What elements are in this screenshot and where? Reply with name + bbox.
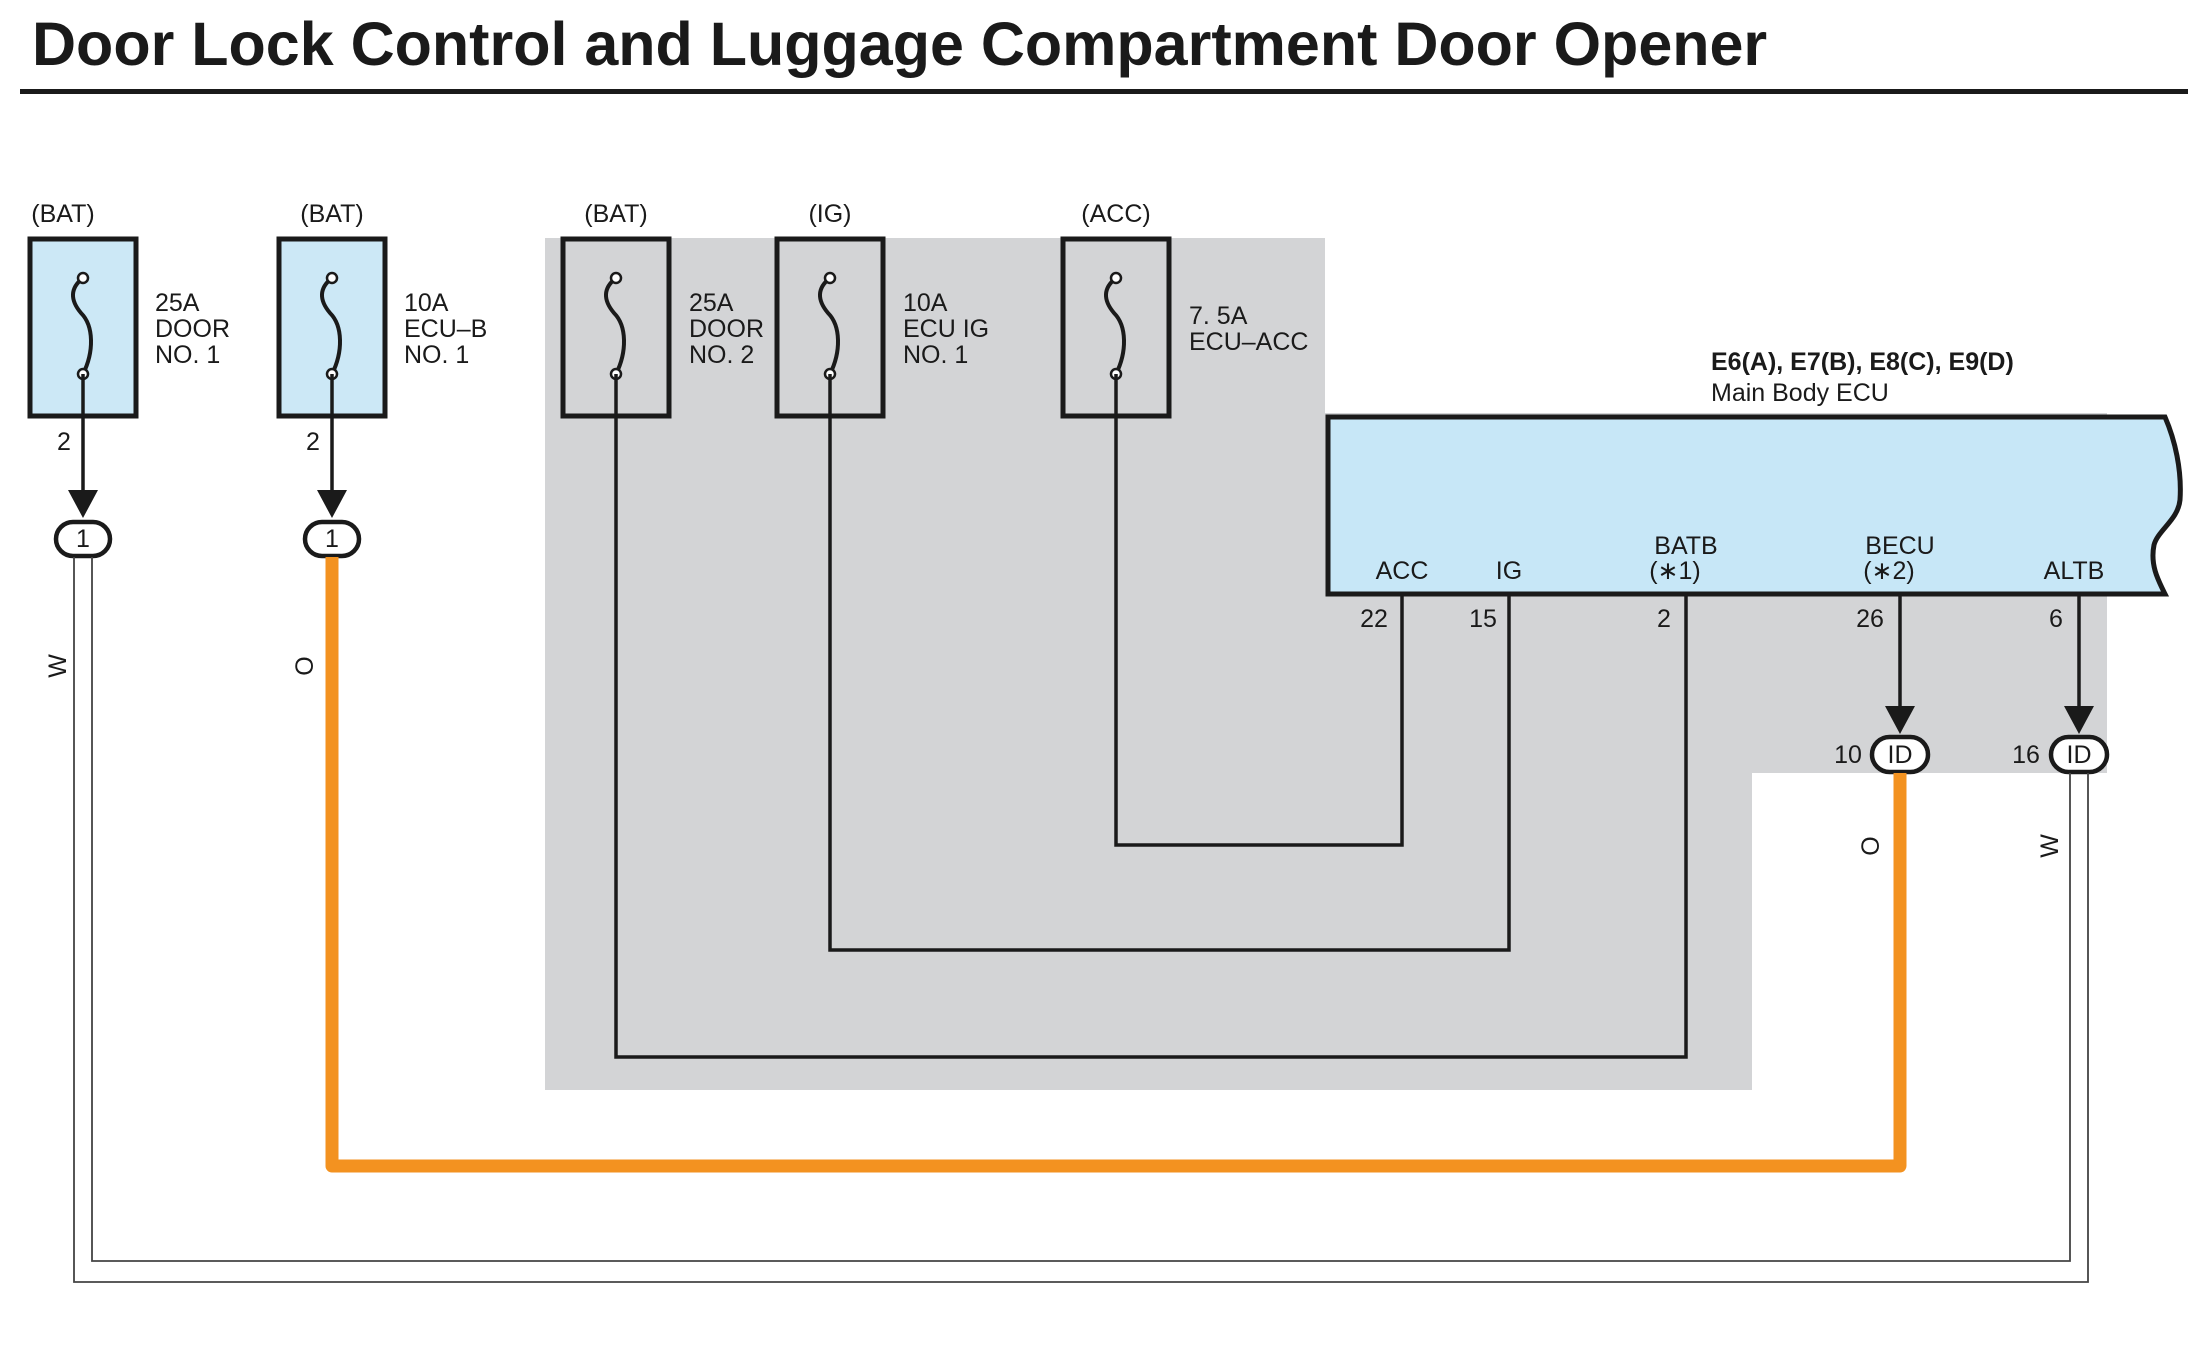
fuse-2-arrow-icon (317, 490, 347, 518)
fuse-1-pin: 2 (57, 428, 71, 456)
fuse-4-number: NO. 1 (903, 341, 968, 369)
becu-arrow-icon (1885, 706, 1915, 734)
becu-junction-pin: 10 (1834, 741, 1862, 769)
fuse-1-name: DOOR (155, 315, 230, 343)
becu-junction-connector (1869, 734, 1931, 775)
fuse-3-rating: 25A (689, 289, 734, 317)
fuse-4-element-icon (818, 276, 840, 375)
fuse-5-terminal-top (1109, 271, 1123, 285)
fuse-1-rating: 25A (155, 289, 200, 317)
right-orange-wire-label: O (1857, 836, 1885, 855)
ecu-terminal-becu: BECU (1865, 532, 1934, 560)
fuse-1-terminal-top (76, 271, 90, 285)
ecu-pin-batb: 2 (1657, 605, 1671, 633)
fuse-4-rating: 10A (903, 289, 948, 317)
fuse-5-element-icon (1104, 276, 1126, 375)
ecu-terminal-altb: ALTB (2044, 557, 2105, 585)
fuse-2-connector-label: 1 (325, 525, 339, 553)
white-wire-outer (73, 557, 2089, 1283)
fuse-1-number: NO. 1 (155, 341, 220, 369)
altb-junction-label: ID (2067, 741, 2092, 769)
fuse-5-source: (ACC) (1081, 200, 1150, 228)
fuse-2-terminal-top (325, 271, 339, 285)
fuse-2-number: NO. 1 (404, 341, 469, 369)
ecu-terminal-becu-note: (∗2) (1863, 557, 1915, 585)
ecu-terminal-acc: ACC (1376, 557, 1429, 585)
white-wire-inner (91, 557, 2071, 1262)
right-white-wire-label: W (2036, 834, 2064, 858)
fuse-1-body (27, 236, 139, 419)
fuse-4-source: (IG) (808, 200, 851, 228)
ecu-pin-altb: 6 (2049, 605, 2063, 633)
fuse-1-source: (BAT) (31, 200, 94, 228)
fuse-1-connector-label: 1 (76, 525, 90, 553)
fuse-4-terminal-top (823, 271, 837, 285)
fuse-2-element-icon (320, 276, 342, 375)
becu-junction-label: ID (1888, 741, 1913, 769)
altb-arrow-icon (2064, 706, 2094, 734)
wire-ig (828, 374, 1511, 952)
fuse-3-number: NO. 2 (689, 341, 754, 369)
fuse-2-rating: 10A (404, 289, 449, 317)
fuse-3-element-icon (604, 276, 626, 375)
ecu-pin-becu: 26 (1856, 605, 1884, 633)
ecu-pin-ig: 15 (1469, 605, 1497, 633)
fuse-5-name: ECU–ACC (1189, 328, 1308, 356)
wire-acc (1114, 374, 1404, 847)
ecu-body (1325, 414, 2183, 597)
left-orange-wire-label: O (291, 656, 319, 675)
ecu-terminal-batb-note: (∗1) (1649, 557, 1701, 585)
fuse-5-rating: 7. 5A (1189, 302, 1248, 330)
fuse-1-arrow-icon (68, 490, 98, 518)
fuse-4-name: ECU IG (903, 315, 989, 343)
wire-batb (614, 374, 1688, 1059)
ecu-pin-acc: 22 (1360, 605, 1388, 633)
fuse-3-terminal-top (609, 271, 623, 285)
altb-junction-pin: 16 (2012, 741, 2040, 769)
title-rule (20, 89, 2188, 94)
ecu-connectors-label: E6(A), E7(B), E8(C), E9(D) (1711, 348, 2014, 376)
orange-wire (325, 557, 1907, 1173)
fuse-3-source: (BAT) (584, 200, 647, 228)
fuse-2-connector (302, 519, 362, 559)
ecu-name: Main Body ECU (1711, 379, 1889, 407)
diagram-title: Door Lock Control and Luggage Compartmen… (32, 10, 1767, 78)
fuse-1-element-icon (71, 276, 93, 375)
fuse-3-name: DOOR (689, 315, 764, 343)
fuse-2-name: ECU–B (404, 315, 487, 343)
fuse-1-connector (53, 519, 113, 559)
left-white-wire-label: W (44, 654, 72, 678)
fuse-2-pin: 2 (306, 428, 320, 456)
ecu-terminal-ig: IG (1496, 557, 1522, 585)
altb-junction-connector (2048, 734, 2110, 775)
ecu-terminal-batb: BATB (1654, 532, 1717, 560)
fuse-2-source: (BAT) (300, 200, 363, 228)
